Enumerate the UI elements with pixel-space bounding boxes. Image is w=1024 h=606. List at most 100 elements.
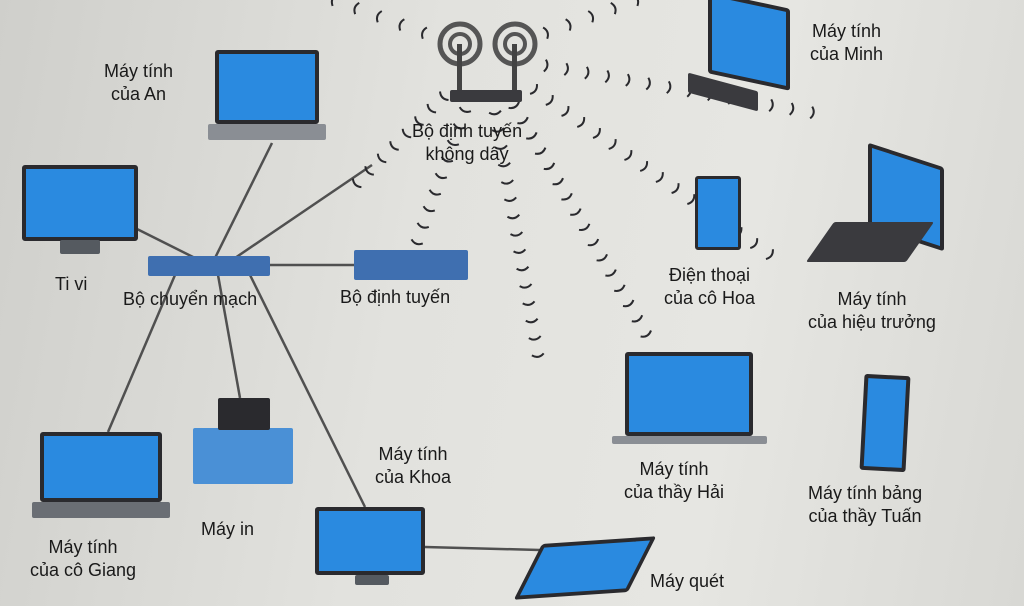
wire-switch-printer — [216, 274, 242, 399]
wireless-arc — [552, 177, 564, 186]
wireless-arc — [398, 18, 405, 31]
wireless-arc — [517, 116, 529, 125]
wireless-arc — [624, 150, 633, 161]
wireless-arc — [497, 161, 511, 168]
wire-switch-khoa — [248, 274, 367, 508]
tv-stand — [60, 240, 100, 254]
wireless-arc — [375, 10, 383, 23]
wireless-arc — [421, 26, 428, 40]
wireless-arc — [565, 18, 572, 31]
wireless-arc — [491, 127, 505, 133]
wireless-arc — [666, 80, 672, 94]
wireless-arc — [414, 116, 424, 126]
wireless-arc — [765, 249, 774, 261]
wireless-arc — [434, 172, 448, 180]
wireless-arc — [610, 1, 617, 15]
wireless-arc — [578, 223, 591, 232]
wire-switch-tv — [134, 226, 196, 260]
wireless-arc — [522, 300, 536, 306]
wireless-arc — [494, 144, 508, 150]
wireless-arc — [528, 335, 542, 341]
wireless-arc — [584, 66, 590, 80]
wireless-router-icon — [437, 21, 538, 102]
wireless-arc — [529, 83, 538, 95]
wireless-arc — [592, 128, 601, 139]
wireless-arc — [622, 299, 635, 308]
router-device — [354, 250, 468, 280]
wireless-arc — [508, 101, 520, 110]
label-wireless-router: Bộ định tuyến không dây — [412, 121, 523, 164]
laptop-an-keyboard — [208, 124, 326, 140]
label-tv: Ti vi — [55, 274, 88, 294]
wire-khoa-scanner — [424, 545, 541, 552]
label-phone-hoa: Điện thoại của cô Hoa — [664, 265, 756, 308]
wireless-arc — [534, 147, 547, 155]
wireless-signal-arcs — [330, 0, 815, 358]
wireless-arc — [587, 10, 595, 23]
wireless-arc — [519, 283, 533, 289]
wireless-arc — [625, 73, 631, 87]
wireless-arc — [488, 110, 502, 116]
wireless-arc — [446, 139, 460, 146]
label-printer: Máy in — [201, 519, 255, 539]
wireless-arc — [422, 205, 436, 213]
label-an: Máy tính của An — [104, 61, 174, 104]
wireless-arc — [389, 141, 399, 151]
wireless-arc — [687, 194, 696, 205]
laptop-hai-keyboard — [612, 436, 767, 444]
wireless-arc — [749, 238, 759, 250]
laptop-hai-screen — [625, 352, 753, 436]
wireless-arc — [509, 231, 524, 237]
wireless-arc — [614, 284, 626, 292]
wireless-arc — [543, 59, 549, 73]
wireless-arc — [636, 0, 640, 7]
laptop-an-screen — [215, 50, 319, 124]
wireless-arc — [330, 0, 334, 7]
phone-hoa — [695, 176, 741, 250]
wireless-arc — [639, 161, 649, 172]
wireless-arc — [645, 77, 651, 91]
wireless-arc — [596, 253, 608, 262]
wireless-router — [430, 14, 540, 106]
wire-switch-an — [213, 142, 274, 259]
wireless-arc — [516, 265, 530, 272]
label-giang: Máy tính của cô Giang — [30, 537, 137, 580]
label-tuan: Máy tính bảng của thầy Tuấn — [808, 483, 923, 526]
wireless-arc — [640, 330, 652, 338]
wireless-arc — [542, 26, 549, 40]
wire-switch-wireless-router — [234, 163, 373, 260]
label-khoa: Máy tính của Khoa — [375, 444, 452, 487]
wireless-arc — [426, 103, 437, 114]
label-router: Bộ định tuyến — [340, 287, 451, 307]
wireless-arc — [531, 352, 545, 358]
wireless-arc — [631, 314, 644, 323]
label-hai: Máy tính của thầy Hải — [624, 459, 725, 502]
wireless-arc — [655, 172, 664, 183]
label-scanner: Máy quét — [650, 571, 725, 591]
wireless-arc — [506, 213, 521, 220]
wire-switch-giang — [106, 274, 177, 433]
wireless-arc — [401, 128, 412, 139]
laptop-giang-screen — [40, 432, 162, 502]
wireless-arc — [458, 106, 472, 113]
wireless-arc — [545, 94, 554, 106]
wireless-arc — [788, 102, 795, 116]
wireless-arc — [525, 317, 539, 324]
label-minh: Máy tính của Minh — [810, 21, 884, 64]
switch-device — [148, 256, 270, 276]
wireless-arc — [561, 192, 573, 201]
tv-screen — [22, 165, 138, 241]
wireless-arc — [604, 69, 610, 84]
wireless-arc — [576, 116, 586, 128]
wireless-arc — [364, 166, 374, 176]
wireless-arc — [605, 269, 617, 277]
wireless-arc — [440, 156, 454, 163]
wireless-arc — [428, 189, 442, 196]
wireless-arc — [503, 196, 517, 202]
wireless-arc — [608, 139, 617, 150]
wireless-arc — [351, 178, 362, 189]
wireless-arc — [809, 106, 815, 120]
wireless-arc — [587, 238, 600, 247]
printer-paper — [218, 398, 270, 430]
